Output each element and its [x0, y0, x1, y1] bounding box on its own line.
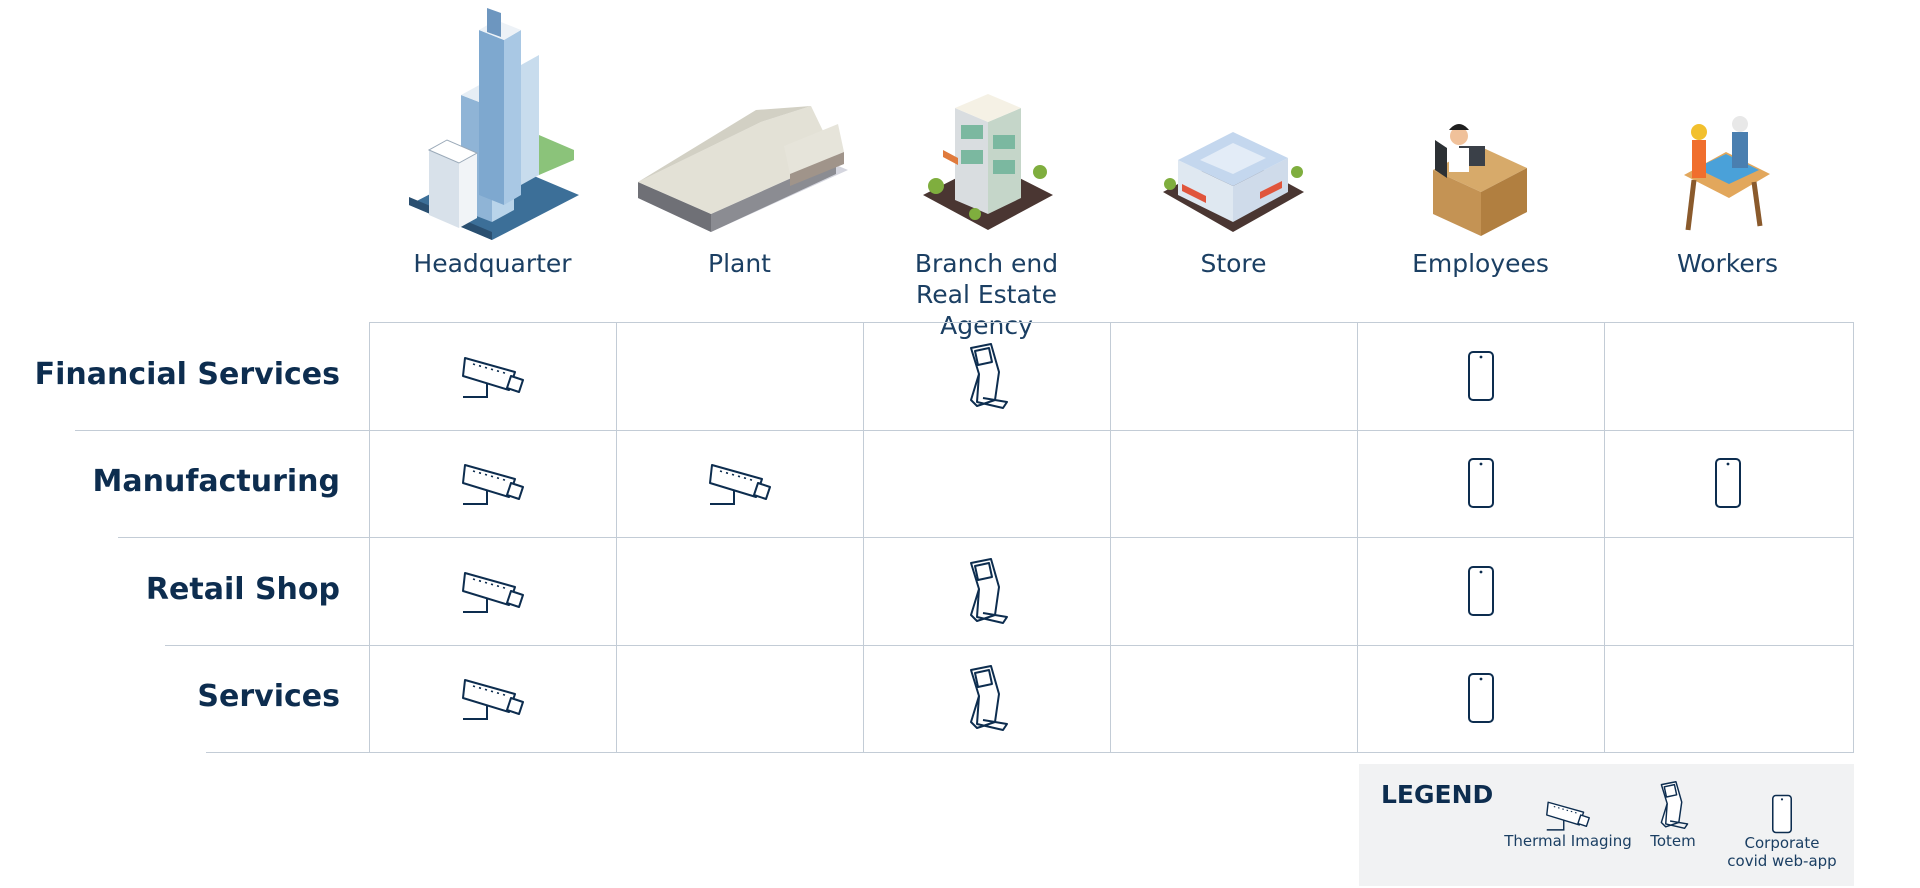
grid-column-divider	[1604, 322, 1605, 753]
column-employees: Employees	[1357, 0, 1604, 318]
camera-icon	[708, 464, 771, 506]
grid-column-divider	[1357, 322, 1358, 753]
row-label-manufacturing: Manufacturing	[92, 464, 341, 499]
legend-item-totem: Totem	[1643, 778, 1703, 850]
column-branch: Branch end Real Estate Agency	[863, 0, 1110, 340]
column-plant: Plant	[616, 0, 863, 318]
column-label: Store	[1200, 249, 1267, 278]
camera-icon	[461, 679, 524, 721]
legend-item-thermal-imaging: Thermal Imaging	[1498, 798, 1638, 850]
totem-icon	[969, 557, 1008, 624]
grid-column-divider	[1853, 322, 1854, 753]
phone-icon	[1772, 794, 1792, 834]
totem-icon	[969, 342, 1008, 409]
phone-icon	[1467, 350, 1494, 401]
employee-desk-illustration	[1357, 0, 1604, 240]
grid-row-divider	[165, 645, 1854, 646]
totem-icon	[1660, 781, 1689, 829]
column-store: Store	[1110, 0, 1357, 318]
skyscraper-illustration	[369, 0, 616, 240]
legend-item-label: Corporate covid web-app	[1727, 834, 1837, 870]
column-headquarter: Headquarter	[369, 0, 616, 318]
legend-title: LEGEND	[1381, 780, 1494, 809]
grid-column-divider	[616, 322, 617, 753]
phone-icon	[1467, 565, 1494, 616]
row-label-services: Services	[197, 679, 340, 714]
grid-row-divider	[206, 752, 1854, 753]
column-label: Plant	[708, 249, 771, 278]
camera-icon	[461, 571, 524, 613]
column-workers: Workers	[1604, 0, 1851, 318]
totem-icon	[969, 665, 1008, 732]
phone-icon	[1714, 458, 1741, 509]
store-illustration	[1110, 0, 1357, 240]
grid-column-divider	[863, 322, 864, 753]
phone-icon	[1467, 458, 1494, 509]
column-label: Employees	[1412, 249, 1549, 278]
camera-icon	[461, 464, 524, 506]
column-label: Branch end Real Estate Agency	[914, 249, 1059, 340]
camera-icon	[1546, 801, 1590, 831]
grid-row-divider	[75, 430, 1854, 431]
row-label-retail-shop: Retail Shop	[145, 572, 340, 607]
row-label-financial-services: Financial Services	[34, 357, 340, 392]
grid-top-line	[369, 322, 1854, 323]
grid-column-divider	[369, 322, 370, 753]
plant-illustration	[616, 0, 863, 240]
phone-icon	[1467, 673, 1494, 724]
column-label: Workers	[1676, 249, 1779, 278]
legend-item-label: Totem	[1650, 832, 1696, 850]
column-label: Headquarter	[413, 249, 572, 278]
grid-column-divider	[1110, 322, 1111, 753]
grid-row-divider	[118, 537, 1854, 538]
legend-item-covid-web-app: Corporate covid web-app	[1727, 794, 1837, 870]
camera-icon	[461, 356, 524, 398]
legend-panel: LEGEND Thermal Imaging Totem Corporate c…	[1359, 764, 1854, 886]
branch-building-illustration	[863, 0, 1110, 240]
workers-illustration	[1604, 0, 1851, 240]
legend-item-label: Thermal Imaging	[1504, 832, 1632, 850]
